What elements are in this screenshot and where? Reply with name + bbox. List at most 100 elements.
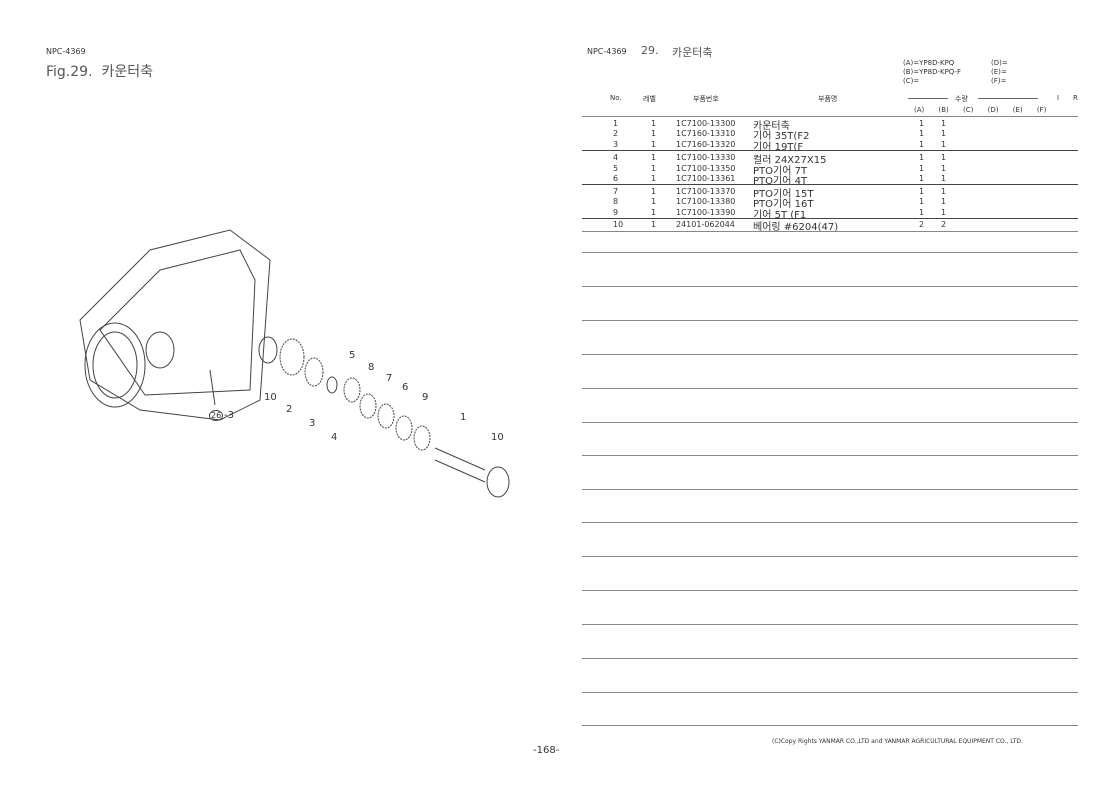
col-e: (E) [1012, 106, 1023, 114]
divider [582, 556, 1078, 557]
col-no: No. [610, 94, 622, 102]
counter-shaft [434, 447, 486, 483]
cell-lv: 1 [651, 197, 657, 206]
cell-pn: 1C7160-13320 [676, 140, 736, 149]
cell-a: 1 [919, 153, 925, 162]
divider [582, 489, 1078, 490]
divider [582, 522, 1078, 523]
divider [582, 692, 1078, 693]
cell-lv: 1 [651, 208, 657, 217]
cell-no: 10 [613, 220, 624, 229]
callout: 1 [460, 412, 467, 423]
figure-label: Fig.29. 카운터축 [46, 61, 153, 81]
cell-lv: 1 [651, 174, 657, 183]
bearing-10b [486, 466, 510, 498]
cell-a: 1 [919, 129, 925, 138]
cell-a: 1 [919, 208, 925, 217]
divider [582, 150, 1078, 151]
cell-lv: 1 [651, 140, 657, 149]
cell-b: 1 [941, 187, 947, 196]
model: (F)= [991, 77, 1007, 85]
cell-lv: 1 [651, 153, 657, 162]
callout: 5 [349, 350, 356, 361]
cell-pn: 24101-062044 [676, 220, 735, 229]
divider [582, 116, 1078, 117]
callout: 6 [402, 382, 409, 393]
col-f: (F) [1036, 106, 1047, 114]
callout: -3 [224, 410, 234, 421]
divider [908, 98, 948, 99]
transmission-case [79, 229, 271, 421]
divider [582, 388, 1078, 389]
divider [582, 624, 1078, 625]
divider [582, 286, 1078, 287]
cell-no: 1 [613, 119, 619, 128]
cell-lv: 1 [651, 129, 657, 138]
model: (D)= [991, 59, 1008, 67]
model: (C)= [903, 77, 920, 85]
col-i: I [1057, 94, 1060, 102]
section-number: 29. [641, 44, 659, 57]
cell-b: 1 [941, 129, 947, 138]
divider [582, 422, 1078, 423]
cell-b: 1 [941, 153, 947, 162]
col-a: (A) [914, 106, 925, 114]
cell-lv: 1 [651, 187, 657, 196]
copyright: (C)Copy Rights YANMAR CO.,LTD and YANMAR… [772, 738, 1023, 745]
cell-no: 6 [613, 174, 619, 183]
cell-name: 기어 35T(F2 [753, 131, 810, 142]
cell-b: 1 [941, 140, 947, 149]
cell-a: 1 [919, 197, 925, 206]
divider [582, 658, 1078, 659]
cell-b: 1 [941, 174, 947, 183]
cell-b: 1 [941, 197, 947, 206]
model: (E)= [991, 68, 1007, 76]
col-b: (B) [938, 106, 949, 114]
right-doc-code: NPC-4369 [587, 47, 627, 56]
cell-pn: 1C7100-13300 [676, 119, 736, 128]
col-r: R [1073, 94, 1078, 102]
cell-name: PTO기어 4T [753, 176, 808, 187]
cell-no: 7 [613, 187, 619, 196]
col-c: (C) [963, 106, 974, 114]
col-part-no: 부품번호 [693, 95, 719, 103]
cell-pn: 1C7100-13380 [676, 197, 736, 206]
divider [582, 231, 1078, 232]
gear-2 [279, 338, 305, 376]
col-qty: 수량 [955, 95, 968, 103]
cell-a: 1 [919, 174, 925, 183]
qty-columns: (A) (B) (C) (D) (E) (F) [914, 106, 1046, 114]
collar-4 [326, 376, 338, 394]
divider [582, 184, 1078, 185]
divider [582, 218, 1078, 219]
cell-pn: 1C7160-13310 [676, 129, 736, 138]
divider [582, 320, 1078, 321]
cell-lv: 1 [651, 164, 657, 173]
cell-b: 1 [941, 164, 947, 173]
model: (A)=YP8D-KPQ [903, 59, 955, 67]
col-part-name: 부품명 [818, 95, 838, 103]
section-title: 카운터축 [672, 46, 713, 59]
exploded-diagram [79, 229, 510, 498]
model: (B)=YP8D-KPQ-F [903, 68, 962, 76]
cell-b: 1 [941, 208, 947, 217]
callout: 3 [309, 418, 316, 429]
fig-title: 카운터축 [101, 64, 153, 80]
cell-a: 1 [919, 187, 925, 196]
cell-no: 9 [613, 208, 619, 217]
cell-pn: 1C7100-13370 [676, 187, 736, 196]
cell-a: 1 [919, 140, 925, 149]
cell-pn: 1C7100-13330 [676, 153, 736, 162]
callout: 4 [331, 432, 338, 443]
cell-name: 베어링 #6204(47) [753, 222, 839, 233]
cell-name: 카운터축 [753, 121, 790, 132]
divider [582, 252, 1078, 253]
cell-a: 2 [919, 220, 925, 229]
page-number: -168- [533, 745, 560, 756]
